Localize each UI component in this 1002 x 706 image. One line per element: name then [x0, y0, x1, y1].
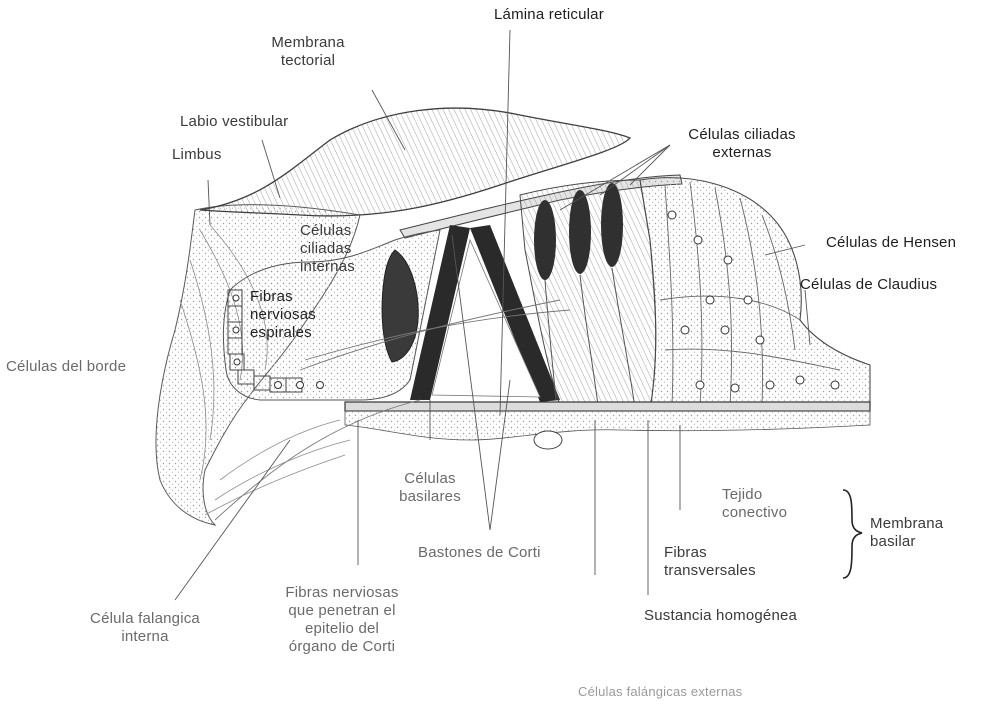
label-celulas-basilares: Células basilares	[382, 470, 478, 506]
label-celula-falangica-interna: Célula falangica interna	[70, 610, 220, 646]
label-sustancia-homogenea: Sustancia homogénea	[644, 607, 797, 625]
label-fibras-transversales: Fibras transversales	[664, 544, 756, 580]
label-celulas-ciliadas-internas: Células ciliadas internas	[300, 222, 355, 276]
label-celulas-de-hensen: Células de Hensen	[826, 234, 956, 252]
connective-tissue-band	[345, 411, 870, 440]
basilar-membrane	[345, 402, 870, 411]
label-celulas-del-borde: Células del borde	[6, 358, 126, 376]
label-celulas-falangicas-externas: Células falángicas externas	[578, 683, 742, 701]
label-celulas-de-claudius: Células de Claudius	[800, 276, 937, 294]
label-tejido-conectivo: Tejido conectivo	[722, 486, 787, 522]
label-limbus: Limbus	[172, 146, 222, 164]
label-membrana-basilar: Membrana basilar	[870, 515, 943, 551]
label-fibras-nerviosas-penetran: Fibras nerviosas que penetran el epiteli…	[262, 584, 422, 656]
label-labio-vestibular: Labio vestibular	[180, 113, 288, 131]
basilar-brace	[843, 490, 862, 578]
spiral-vessel	[534, 431, 562, 449]
label-celulas-ciliadas-externas: Células ciliadas externas	[672, 126, 812, 162]
label-fibras-nerviosas-espirales: Fibras nerviosas espirales	[250, 288, 316, 342]
label-membrana-tectorial: Membrana tectorial	[258, 34, 358, 70]
label-lamina-reticular: Lámina reticular	[494, 6, 604, 24]
label-bastones-de-corti: Bastones de Corti	[418, 544, 541, 562]
